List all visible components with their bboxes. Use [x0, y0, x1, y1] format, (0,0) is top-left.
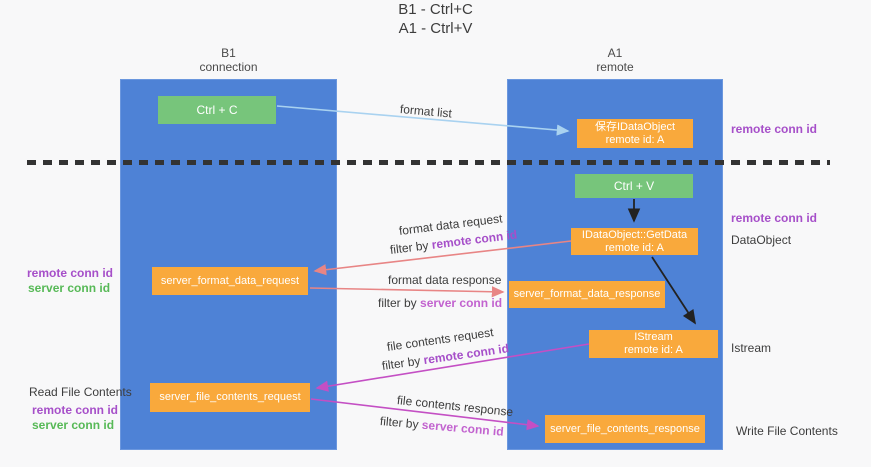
title-line-1: B1 - Ctrl+C — [398, 1, 473, 18]
filter-by-text: filter by — [389, 238, 430, 257]
label-format-data-response: format data response — [388, 273, 502, 287]
column-header-a1: A1 remote — [507, 46, 723, 74]
label-file-contents-response: file contents response — [396, 393, 514, 420]
node-server-file-contents-response: server_file_contents_response — [545, 415, 705, 443]
node-ctrl-c-label: Ctrl + C — [196, 103, 238, 117]
node-server-format-data-response: server_format_data_response — [509, 281, 665, 308]
node-server-file-contents-request-label: server_file_contents_request — [159, 391, 301, 403]
column-b1-name: B1 — [221, 46, 236, 60]
label-filter-by-server-1: filter by server conn id — [378, 296, 502, 310]
diagram-title: B1 - Ctrl+C A1 - Ctrl+V — [0, 0, 871, 38]
node-ctrl-v: Ctrl + V — [575, 174, 693, 198]
node-save-idataobject-line1: 保存IDataObject — [594, 120, 676, 133]
filter-by-text: filter by — [378, 296, 417, 310]
filter-by-text: filter by — [379, 414, 420, 432]
node-server-file-contents-request: server_file_contents_request — [150, 383, 310, 412]
dashed-separator — [27, 160, 830, 165]
node-server-file-contents-response-label: server_file_contents_response — [550, 422, 700, 435]
label-dataobject: DataObject — [731, 233, 792, 247]
node-idataobject-getdata: IDataObject::GetData remote id: A — [571, 228, 698, 255]
node-server-format-data-request-label: server_format_data_request — [160, 274, 300, 287]
node-istream-line1: IStream — [634, 331, 673, 343]
node-save-idataobject: 保存IDataObject remote id: A — [577, 119, 693, 148]
node-save-idataobject-line2: remote id: A — [605, 133, 665, 146]
column-b1-subtitle: connection — [199, 60, 258, 74]
filter-by-text: filter by — [381, 353, 422, 373]
label-remote-conn-id-left-bottom: remote conn id — [32, 403, 119, 417]
node-idataobject-getdata-line2: remote id: A — [605, 241, 664, 254]
label-istream-side: Istream — [731, 341, 772, 355]
column-a1-subtitle: remote — [596, 60, 634, 74]
arrow-format-data-response — [309, 286, 505, 298]
label-filter-by-server-2: filter by server conn id — [379, 414, 504, 439]
server-conn-id-text: server conn id — [421, 417, 505, 439]
label-server-conn-id-left-mid: server conn id — [28, 281, 111, 295]
server-conn-id-text: server conn id — [420, 296, 503, 310]
label-read-file-contents: Read File Contents — [29, 385, 132, 399]
node-server-format-data-response-label: server_format_data_response — [513, 288, 661, 300]
column-a1-name: A1 — [607, 46, 623, 60]
label-server-conn-id-left-bottom: server conn id — [32, 418, 115, 432]
node-server-format-data-request: server_format_data_request — [152, 267, 308, 295]
node-ctrl-v-label: Ctrl + V — [613, 179, 655, 193]
label-write-file-contents: Write File Contents — [736, 424, 838, 438]
column-header-b1: B1 connection — [120, 46, 337, 74]
node-idataobject-getdata-line1: IDataObject::GetData — [581, 228, 688, 241]
label-format-list: format list — [399, 102, 453, 121]
label-remote-conn-id-right-mid: remote conn id — [731, 211, 818, 225]
node-istream: IStream remote id: A — [589, 330, 718, 358]
label-remote-conn-id-left-mid: remote conn id — [27, 266, 114, 280]
label-remote-conn-id-right-top: remote conn id — [731, 122, 818, 136]
title-line-2: A1 - Ctrl+V — [398, 20, 473, 37]
node-ctrl-c: Ctrl + C — [158, 96, 276, 124]
node-istream-line2: remote id: A — [624, 344, 683, 356]
